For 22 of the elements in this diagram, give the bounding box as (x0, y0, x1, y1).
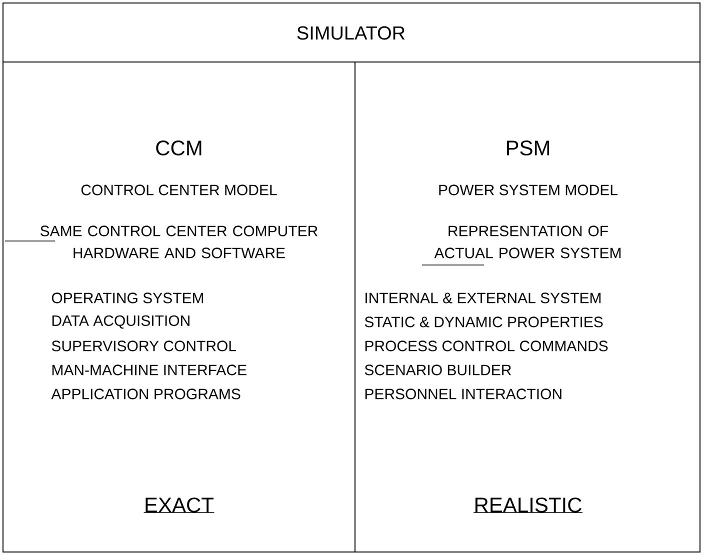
text-line: PROCESS CONTROL COMMANDS (365, 340, 608, 352)
heading: PSM (506, 140, 550, 156)
text-line: DATA ACQUISITION (52, 315, 190, 329)
text-line: STATIC & DYNAMIC PROPERTIES (364, 316, 603, 328)
text-line: INTERNAL & EXTERNAL SYSTEM (366, 292, 600, 304)
text-line: PERSONNEL INTERACTION (365, 388, 562, 400)
text-line: MAN-MACHINE INTERFACE (52, 364, 246, 376)
text-line: CONTROL CENTER MODEL (81, 184, 277, 196)
column-box (2, 62, 356, 552)
text-line: SUPERVISORY CONTROL (52, 340, 236, 352)
column-box (354, 62, 700, 552)
text-line: OPERATING SYSTEM (52, 292, 204, 304)
header-band (2, 2, 700, 62)
text-line: REPRESENTATION OF ACTUAL POWER SYSTEM (434, 226, 621, 258)
underlined-heading: EXACT (143, 498, 215, 514)
heading: SIMULATOR (297, 26, 405, 40)
text-line: SAME CONTROL CENTER COMPUTER HARDWARE AND SOFTWARE (40, 226, 318, 258)
heading: CCM (156, 140, 202, 156)
text-line: APPLICATION PROGRAMS (51, 388, 240, 400)
text-line: SCENARIO BUILDER (364, 364, 512, 376)
text-line: POWER SYSTEM MODEL (439, 184, 618, 196)
underlined-heading: REALISTIC (473, 498, 583, 514)
